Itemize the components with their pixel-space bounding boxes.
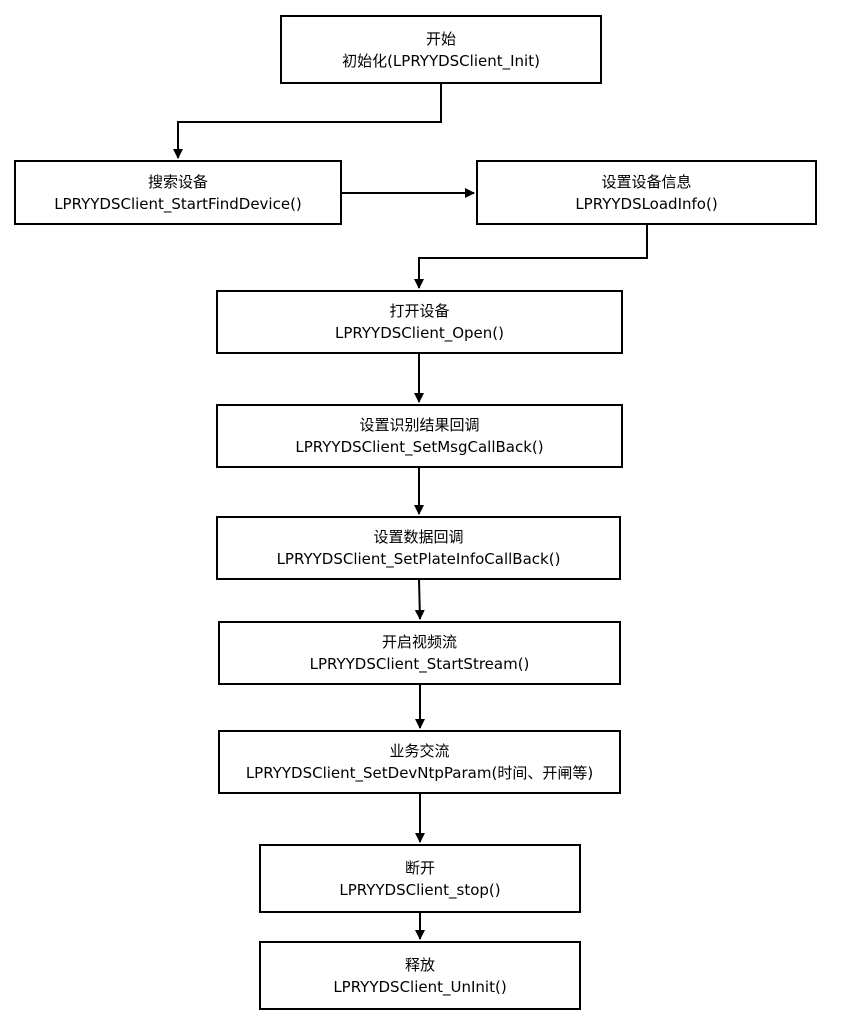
node-title: 释放 bbox=[404, 955, 435, 974]
arrow-start-to-search bbox=[173, 84, 442, 159]
node-set-device-info: 设置设备信息 LPRYYDSLoadInfo() bbox=[476, 160, 817, 225]
node-disconnect: 断开 LPRYYDSClient_stop() bbox=[259, 844, 581, 913]
node-title: 设置设备信息 bbox=[601, 172, 692, 191]
arrow-plate-to-stream bbox=[414, 579, 425, 620]
node-function: LPRYYDSClient_Open() bbox=[335, 324, 504, 342]
node-start-stream: 开启视频流 LPRYYDSClient_StartStream() bbox=[218, 621, 621, 685]
node-search-device: 搜索设备 LPRYYDSClient_StartFindDevice() bbox=[14, 160, 342, 225]
node-function: 初始化(LPRYYDSClient_Init) bbox=[342, 51, 540, 70]
node-title: 断开 bbox=[404, 858, 435, 877]
node-title: 搜索设备 bbox=[147, 172, 208, 191]
node-title: 设置识别结果回调 bbox=[359, 416, 480, 434]
node-function: LPRYYDSClient_SetDevNtpParam(时间、开闸等) bbox=[245, 764, 594, 782]
node-title: 业务交流 bbox=[389, 742, 450, 760]
node-set-msg-callback: 设置识别结果回调 LPRYYDSClient_SetMsgCallBack() bbox=[216, 404, 623, 468]
node-title: 开启视频流 bbox=[381, 633, 457, 651]
node-function: LPRYYDSClient_SetPlateInfoCallBack() bbox=[276, 550, 561, 568]
node-function: LPRYYDSClient_SetMsgCallBack() bbox=[295, 438, 544, 456]
arrow-set-info-to-open bbox=[414, 225, 648, 289]
node-title: 设置数据回调 bbox=[373, 528, 464, 546]
node-open-device: 打开设备 LPRYYDSClient_Open() bbox=[216, 290, 623, 354]
node-function: LPRYYDSClient_UnInit() bbox=[333, 977, 507, 996]
node-business-exchange: 业务交流 LPRYYDSClient_SetDevNtpParam(时间、开闸等… bbox=[218, 730, 621, 794]
node-set-plate-callback: 设置数据回调 LPRYYDSClient_SetPlateInfoCallBac… bbox=[216, 516, 621, 580]
node-title: 开始 bbox=[425, 29, 456, 48]
node-function: LPRYYDSLoadInfo() bbox=[575, 194, 718, 213]
node-release: 释放 LPRYYDSClient_UnInit() bbox=[259, 941, 581, 1010]
node-title: 打开设备 bbox=[389, 302, 450, 320]
node-start-init: 开始 初始化(LPRYYDSClient_Init) bbox=[280, 15, 602, 84]
node-function: LPRYYDSClient_stop() bbox=[339, 880, 501, 899]
node-function: LPRYYDSClient_StartFindDevice() bbox=[54, 194, 302, 213]
node-function: LPRYYDSClient_StartStream() bbox=[309, 655, 530, 673]
